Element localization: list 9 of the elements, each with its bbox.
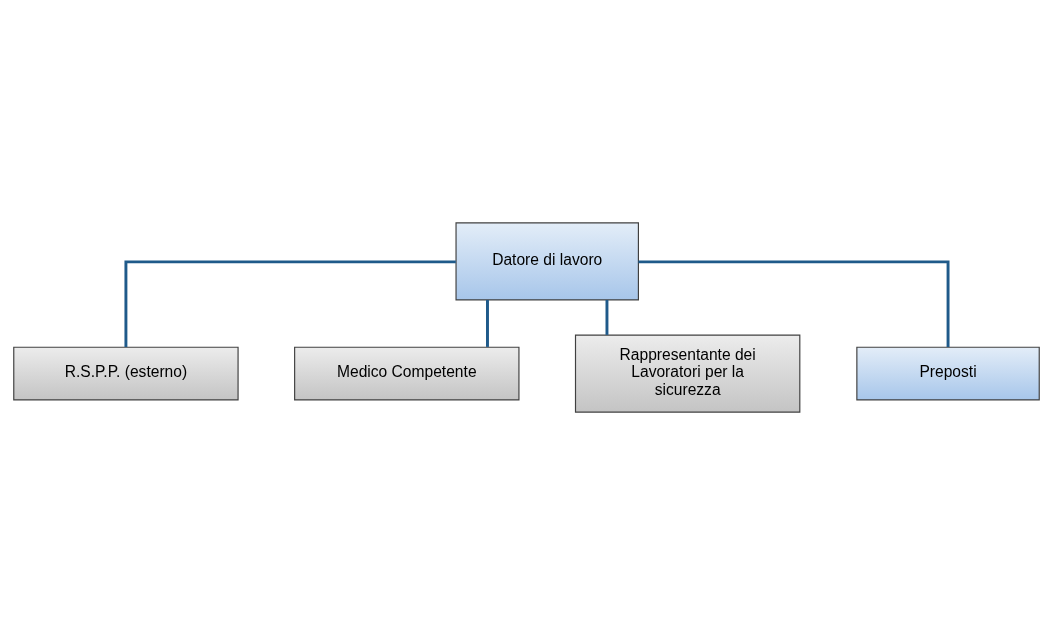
connector xyxy=(486,299,489,347)
node-box: Medico Competente xyxy=(294,346,520,400)
connector xyxy=(638,259,950,347)
node-box: Preposti xyxy=(856,346,1040,400)
node-box: R.S.P.P. (esterno) xyxy=(13,346,239,400)
connector xyxy=(605,299,609,335)
node-box: Datore di lavoro xyxy=(455,221,639,301)
connector xyxy=(124,259,456,347)
node-box: Rappresentante dei Lavoratori per la sicurezza xyxy=(574,333,801,413)
